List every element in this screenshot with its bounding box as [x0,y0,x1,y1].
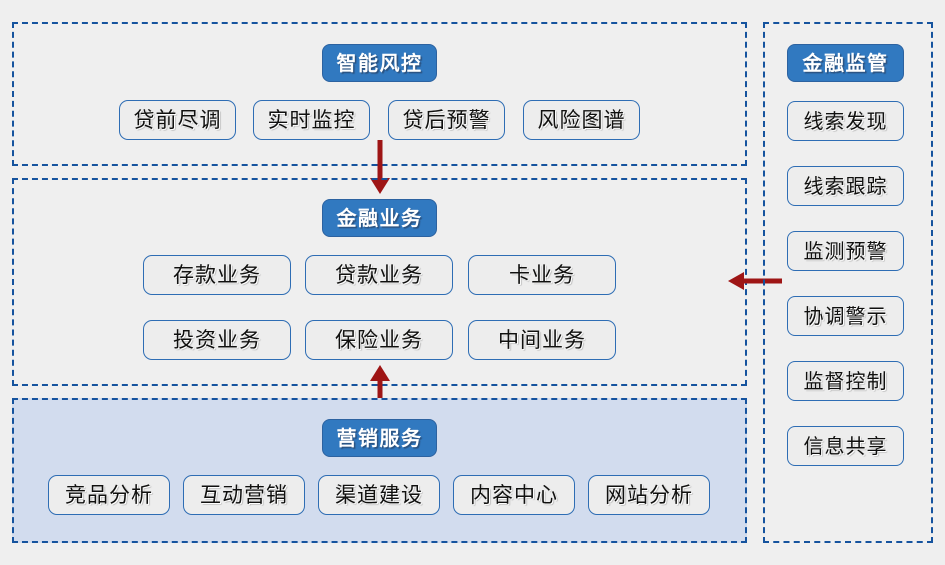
header-financial-supervision[interactable]: 金融监管 [787,44,904,82]
node-business-card[interactable]: 卡业务 [468,255,616,295]
node-marketing-3[interactable]: 渠道建设 [318,475,440,515]
node-marketing-1[interactable]: 竞品分析 [48,475,170,515]
node-supervision-2[interactable]: 线索跟踪 [787,166,904,206]
node-business-investment[interactable]: 投资业务 [143,320,291,360]
node-business-insurance[interactable]: 保险业务 [305,320,453,360]
node-marketing-4[interactable]: 内容中心 [453,475,575,515]
node-supervision-3[interactable]: 监测预警 [787,231,904,271]
node-risk-3[interactable]: 贷后预警 [388,100,505,140]
header-financial-business[interactable]: 金融业务 [322,199,437,237]
node-business-deposit[interactable]: 存款业务 [143,255,291,295]
node-risk-1[interactable]: 贷前尽调 [119,100,236,140]
node-risk-4[interactable]: 风险图谱 [523,100,640,140]
node-supervision-4[interactable]: 协调警示 [787,296,904,336]
node-business-intermediary[interactable]: 中间业务 [468,320,616,360]
node-risk-2[interactable]: 实时监控 [253,100,370,140]
arrow-supervision-to-business [728,272,782,290]
node-marketing-2[interactable]: 互动营销 [183,475,305,515]
node-supervision-6[interactable]: 信息共享 [787,426,904,466]
header-marketing-service[interactable]: 营销服务 [322,419,437,457]
arrow-risk-to-business [370,140,390,194]
node-supervision-1[interactable]: 线索发现 [787,101,904,141]
header-risk-control[interactable]: 智能风控 [322,44,437,82]
panel-financial-supervision [763,22,933,543]
node-marketing-5[interactable]: 网站分析 [588,475,710,515]
node-business-loan[interactable]: 贷款业务 [305,255,453,295]
node-supervision-5[interactable]: 监督控制 [787,361,904,401]
